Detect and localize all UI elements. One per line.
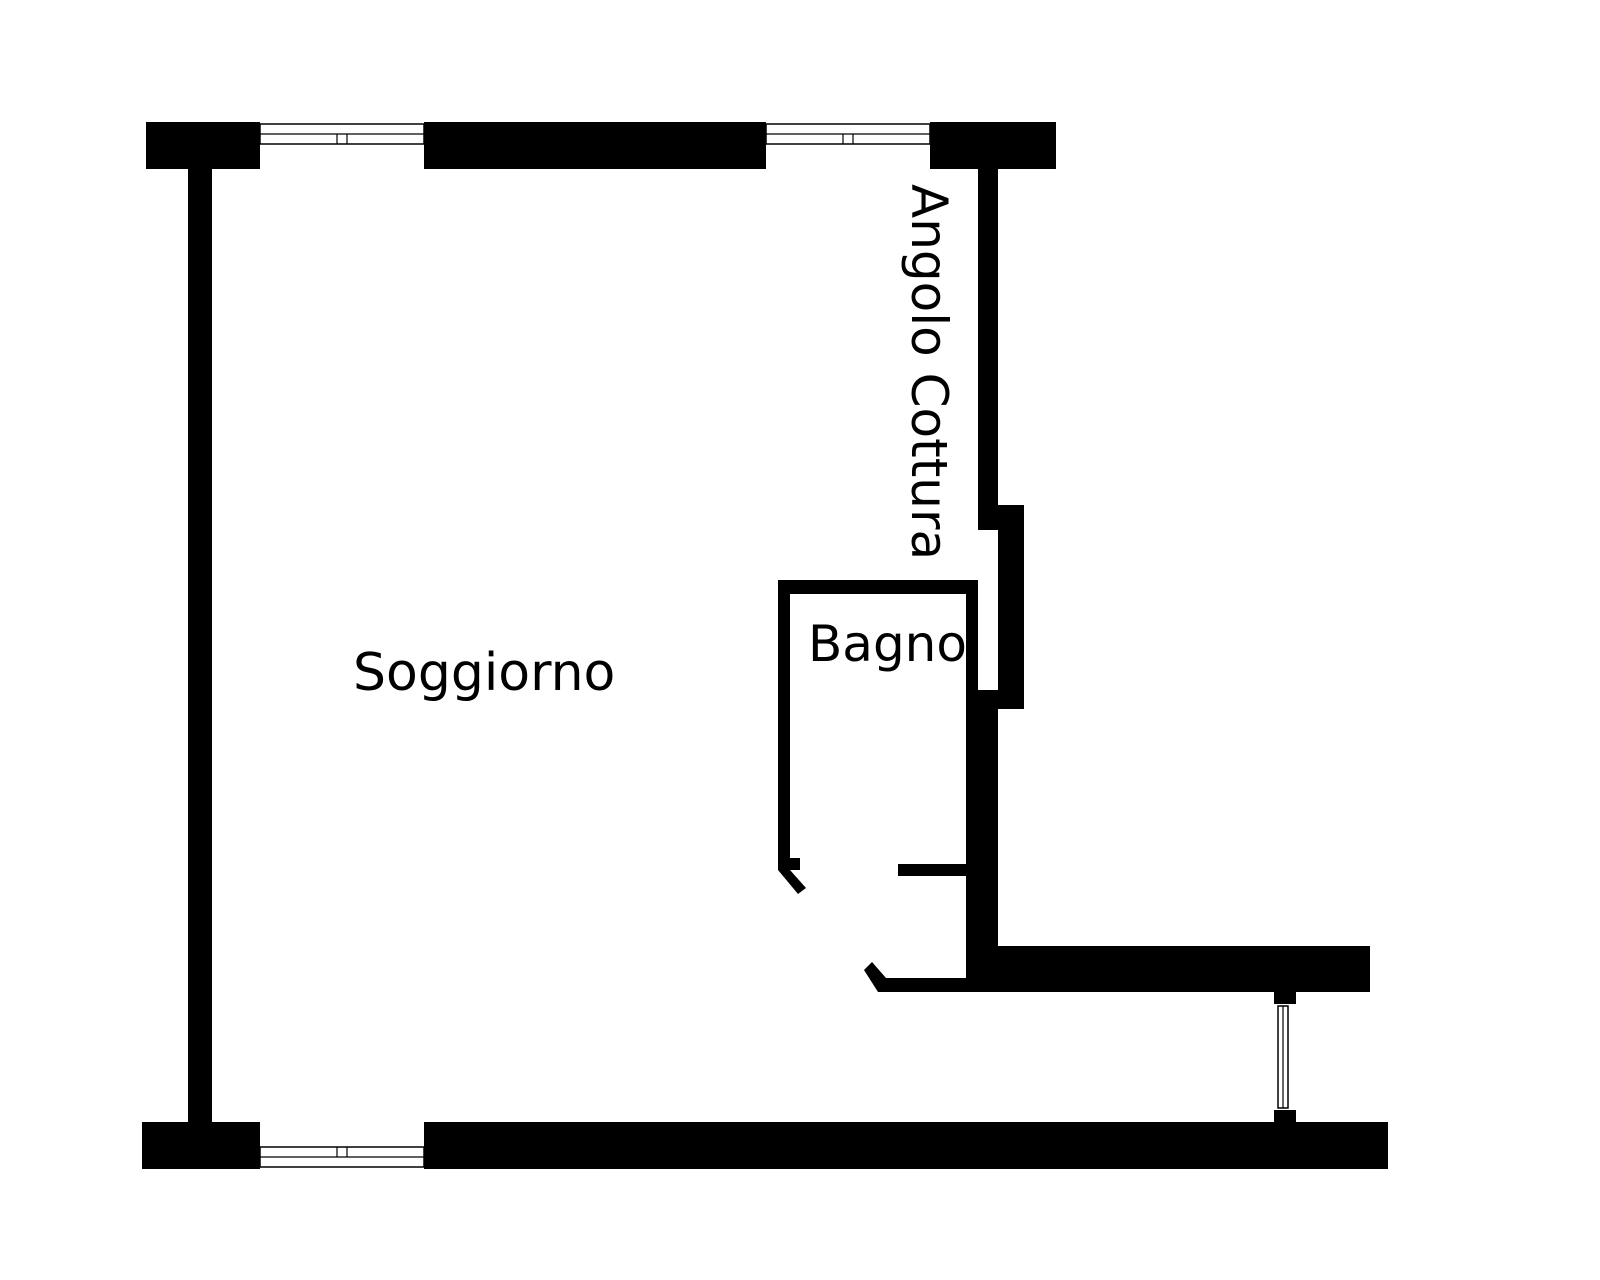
bathroom-opening: [790, 594, 798, 604]
door-stub-left: [778, 870, 806, 894]
bottom-window-splay-left: [212, 1122, 260, 1169]
top-window-splay-right-a: [743, 122, 766, 169]
bathroom-inner-wall: [898, 864, 978, 876]
windows: [259, 123, 1289, 1168]
window-right-side: [1277, 1005, 1289, 1109]
bathroom-top-wall: [778, 580, 978, 594]
room-label-soggiorno: Soggiorno: [353, 643, 615, 703]
room-label-bagno: Bagno: [808, 615, 967, 673]
bathroom-walls: [778, 580, 978, 992]
door-jamb-bottom: [1274, 1110, 1296, 1122]
corridor-inner-wall: [878, 978, 998, 992]
bottom-window-splay-right: [424, 1122, 447, 1169]
bathroom-right-wall-lower: [966, 684, 978, 978]
top-window-splay-right-b: [930, 122, 953, 169]
door-stub-right: [864, 962, 886, 992]
bathroom-left-stub: [778, 858, 800, 870]
top-wall-middle: [424, 122, 766, 169]
bathroom-left-wall: [778, 580, 790, 858]
bathroom-right-wall: [966, 594, 978, 684]
room-label-angolo-cottura: Angolo Cottura: [900, 184, 958, 560]
top-wall-right: [930, 122, 1056, 169]
right-wall-step: [998, 505, 1024, 709]
window-top-left: [259, 123, 425, 145]
window-bottom-left: [259, 1146, 425, 1168]
kitchen-counter-wall: [978, 214, 998, 530]
top-window-splay-left-b: [424, 122, 447, 169]
corridor-top-wall: [998, 946, 1370, 992]
right-wall-thin-a: [978, 169, 998, 215]
bottom-wall-main: [424, 1122, 1388, 1169]
left-wall: [188, 169, 212, 1125]
top-window-splay-left-a: [210, 122, 260, 169]
door-jamb-top: [1274, 992, 1296, 1004]
window-top-right: [765, 123, 931, 145]
exterior-walls: [142, 122, 1388, 1169]
right-wall-lower: [978, 690, 998, 978]
